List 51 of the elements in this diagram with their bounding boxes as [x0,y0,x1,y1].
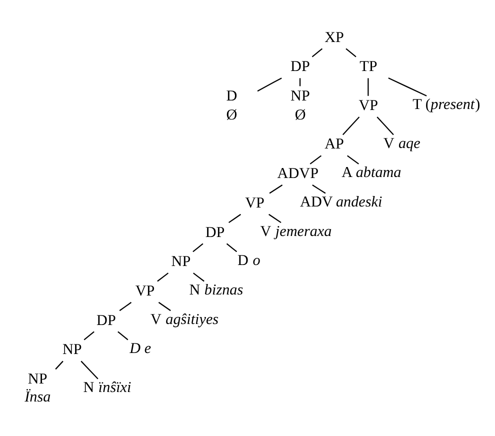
node-label: Ø [294,106,306,123]
node-text: V agŝitiyes [150,311,219,328]
connector [84,330,94,340]
connector [118,330,128,340]
node-text: NP [28,370,48,387]
node-text: NP [62,342,82,358]
node-label: Ïnsa [24,388,51,405]
connector [55,360,64,370]
node-text: AP [324,136,344,152]
node-text: A abtama [342,164,402,181]
node-text: DP [290,58,310,75]
connector [368,78,369,96]
connector [269,184,283,194]
node-text: N ïnŝïxi [83,379,132,396]
node-text: ADV andeski [300,194,382,210]
connector [158,301,171,311]
node-text: D e [130,340,152,357]
node-text: VP [135,282,155,299]
node-text: NP [171,254,191,270]
node-label: Ø [226,106,238,123]
connector [342,116,360,135]
connector [228,213,242,223]
connector [119,301,132,311]
connector [257,77,282,92]
node-text: T (present) [412,96,480,112]
connector [226,242,238,252]
node-text: VP [245,194,264,211]
connector [312,48,323,57]
node-text: TP [360,58,378,75]
node-text: XP [324,29,344,46]
node-text: DP [205,224,225,240]
node-text: VP [358,97,378,114]
node-text: V jemeraxa [260,223,332,240]
node-text: ADVP [277,166,318,182]
connector [80,360,98,379]
connector [193,272,204,282]
connector [347,154,359,164]
connector [157,272,169,282]
node-text: D o [238,252,260,269]
connector [346,48,356,57]
connector [388,76,427,96]
connector [192,242,204,252]
node-text: N biznas [189,282,244,298]
connector [376,116,394,135]
node-text: NP [290,88,310,104]
node-text: DP [96,312,116,328]
connector [310,154,322,164]
connector [268,213,282,223]
node-text: D [226,88,238,104]
connector [312,184,326,194]
node-text: V aqe [383,135,420,152]
